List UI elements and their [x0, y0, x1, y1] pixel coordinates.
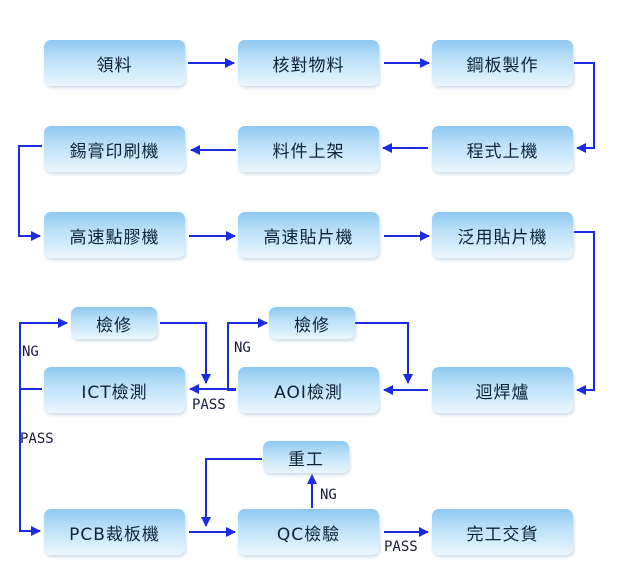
label-ng-aoi: NG: [234, 340, 251, 356]
node-zhong-gong: 重工: [263, 441, 349, 473]
arrow-xi-gao-to-gao-su-dian-jiao: [18, 145, 42, 241]
arrow-jian-xiu-2-to-aoi: [355, 322, 413, 384]
label-pass-qc: PASS: [384, 539, 418, 555]
arrow-fan-yong-to-hui-han-lu: [574, 231, 595, 395]
node-ict-jian-ce: ICT檢測: [44, 367, 185, 413]
node-gao-su-tie-pian-ji: 高速貼片機: [238, 212, 379, 258]
node-hui-han-lu: 迴焊爐: [432, 367, 573, 413]
node-gao-su-dian-jiao-ji: 高速點膠機: [44, 212, 185, 258]
arrow-ict-pass-to-pcb: [19, 389, 41, 536]
arrow-gang-ban-to-cheng-shi: [574, 62, 595, 153]
arrow-zhong-gong-to-qc: [201, 458, 262, 527]
node-qc-jian-yan: QC檢驗: [238, 509, 379, 555]
arrow-jian-xiu-1-to-ict: [160, 322, 211, 384]
label-ng-ict: NG: [22, 344, 39, 360]
node-jian-xiu-1: 檢修: [71, 307, 157, 339]
node-he-dui-wu-liao: 核對物料: [238, 40, 379, 86]
node-cheng-shi-shang-ji: 程式上機: [432, 126, 573, 172]
arrow-ict-ng-to-jian-xiu-1: [19, 318, 68, 390]
label-pass-aoi: PASS: [192, 397, 226, 413]
label-pass-ict: PASS: [20, 431, 54, 447]
node-wan-gong-jiao-huo: 完工交貨: [432, 509, 573, 555]
node-xi-gao-yin-shua-ji: 錫膏印刷機: [44, 126, 185, 172]
node-gang-ban-zhi-zuo: 鋼板製作: [432, 40, 573, 86]
node-aoi-jian-ce: AOI檢測: [238, 367, 379, 413]
node-fan-yong-tie-pian-ji: 泛用貼片機: [432, 212, 573, 258]
node-liao-jian-shang-jia: 料件上架: [238, 126, 379, 172]
node-ling-liao: 領料: [44, 40, 185, 86]
node-pcb-cai-ban-ji: PCB裁板機: [44, 509, 185, 555]
label-ng-qc: NG: [320, 487, 337, 503]
node-jian-xiu-2: 檢修: [269, 307, 355, 339]
